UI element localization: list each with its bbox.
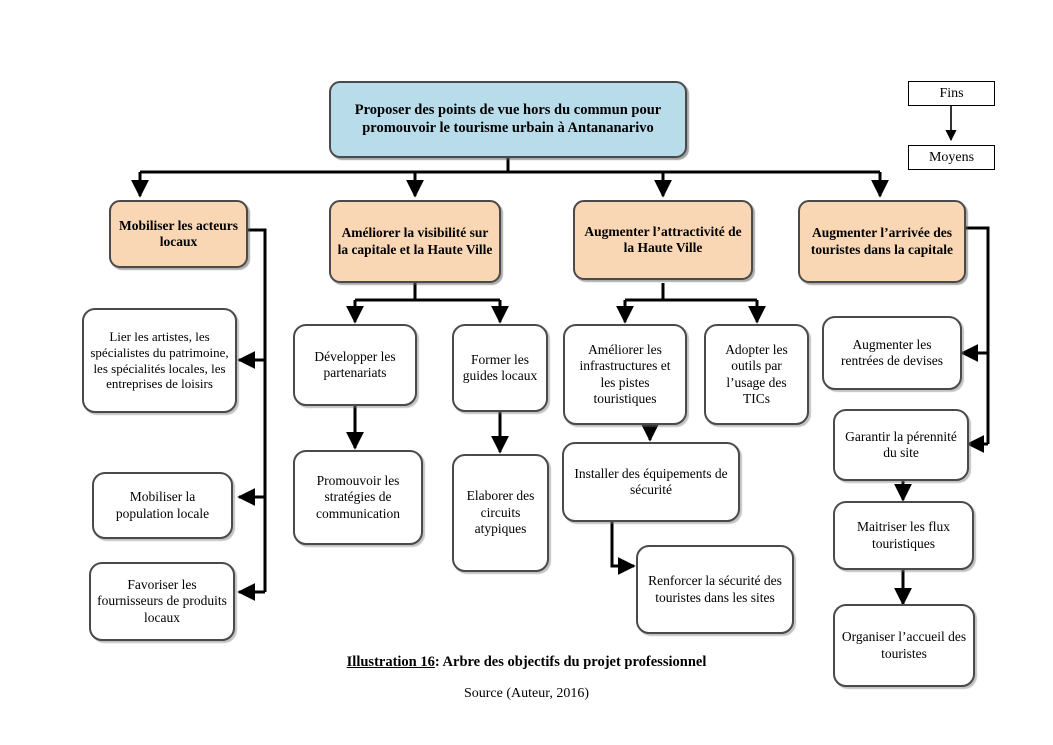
means-node-3[interactable]: Favoriser les fournisseurs de produits l… [89, 562, 235, 641]
figure-source: Source (Auteur, 2016) [0, 686, 1053, 702]
means-label-11: Renforcer la sécurité des touristes dans… [648, 573, 782, 605]
means-node-14[interactable]: Maitriser les flux touristiques [833, 501, 974, 570]
means-label-10: Installer des équipements de sécurité [574, 465, 728, 497]
means-node-1[interactable]: Lier les artistes, les spécialistes du p… [82, 308, 237, 413]
means-node-11[interactable]: Renforcer la sécurité des touristes dans… [636, 545, 794, 634]
means-label-14: Maitriser les flux touristiques [857, 519, 950, 551]
figure-source-text: Source (Auteur, 2016) [463, 686, 589, 701]
means-label-5: Promouvoir les stratégies de communicati… [316, 472, 400, 521]
obj1-to-means-connector [237, 228, 267, 601]
means-label-7: Elaborer des circuits atypiques [466, 488, 535, 537]
figure-caption-label: Illustration 16 [346, 654, 435, 670]
means-node-2[interactable]: Mobiliser la population locale [92, 472, 233, 539]
means-node-8[interactable]: Améliorer les infrastructures et les pis… [563, 324, 687, 425]
means-node-13[interactable]: Garantir la pérennité du site [833, 409, 969, 481]
goal-node[interactable]: Proposer des points de vue hors du commu… [329, 81, 687, 158]
means-node-5[interactable]: Promouvoir les stratégies de communicati… [293, 450, 423, 545]
means-node-12[interactable]: Augmenter les rentrées de devises [822, 316, 962, 390]
means-node-9[interactable]: Adopter les outils par l’usage des TICs [704, 324, 809, 425]
means-label-13: Garantir la pérennité du site [845, 428, 957, 460]
objective-node-2[interactable]: Améliorer la visibilité sur la capitale … [329, 200, 501, 283]
figure-caption-title: Arbre des objectifs du projet profession… [442, 654, 707, 670]
means-label-8: Améliorer les infrastructures et les pis… [579, 341, 671, 406]
objective-label-2: Améliorer la visibilité sur la capitale … [337, 225, 493, 257]
legend-means-box: Moyens [908, 145, 995, 170]
goal-text: Proposer des points de vue hors du commu… [354, 101, 662, 136]
legend-ends-label: Fins [939, 85, 964, 101]
means-node-15[interactable]: Organiser l’accueil des touristes [833, 604, 975, 687]
means-node-6[interactable]: Former les guides locaux [452, 324, 548, 412]
objective-label-4: Augmenter l’arrivée des touristes dans l… [810, 225, 954, 257]
means-label-9: Adopter les outils par l’usage des TICs [725, 341, 788, 406]
means-label-12: Augmenter les rentrées de devises [841, 336, 943, 368]
objective-node-3[interactable]: Augmenter l’attractivité de la Haute Vil… [573, 200, 753, 280]
figure-caption: Illustration 16: Arbre des objectifs du … [0, 654, 1053, 671]
objective-node-4[interactable]: Augmenter l’arrivée des touristes dans l… [798, 200, 966, 283]
means-label-6: Former les guides locaux [462, 351, 538, 383]
legend-ends-box: Fins [908, 81, 995, 106]
means-label-4: Développer les partenariats [314, 348, 396, 380]
means-label-3: Favoriser les fournisseurs de produits l… [97, 576, 227, 625]
objective-label-3: Augmenter l’attractivité de la Haute Vil… [584, 223, 742, 255]
figure-caption-separator: : [434, 654, 443, 670]
means-label-1: Lier les artistes, les spécialistes du p… [90, 328, 229, 392]
means-label-15: Organiser l’accueil des touristes [841, 629, 967, 661]
legend-means-label: Moyens [928, 149, 975, 165]
means-node-4[interactable]: Développer les partenariats [293, 324, 417, 406]
goal-to-objectives-bus [131, 158, 889, 198]
means-node-10[interactable]: Installer des équipements de sécurité [562, 442, 740, 522]
means-node-7[interactable]: Elaborer des circuits atypiques [452, 454, 549, 572]
means-label-2: Mobiliser la population locale [115, 489, 210, 521]
objective-node-1[interactable]: Mobiliser les acteurs locaux [109, 200, 248, 268]
objective-label-1: Mobiliser les acteurs locaux [119, 217, 238, 249]
